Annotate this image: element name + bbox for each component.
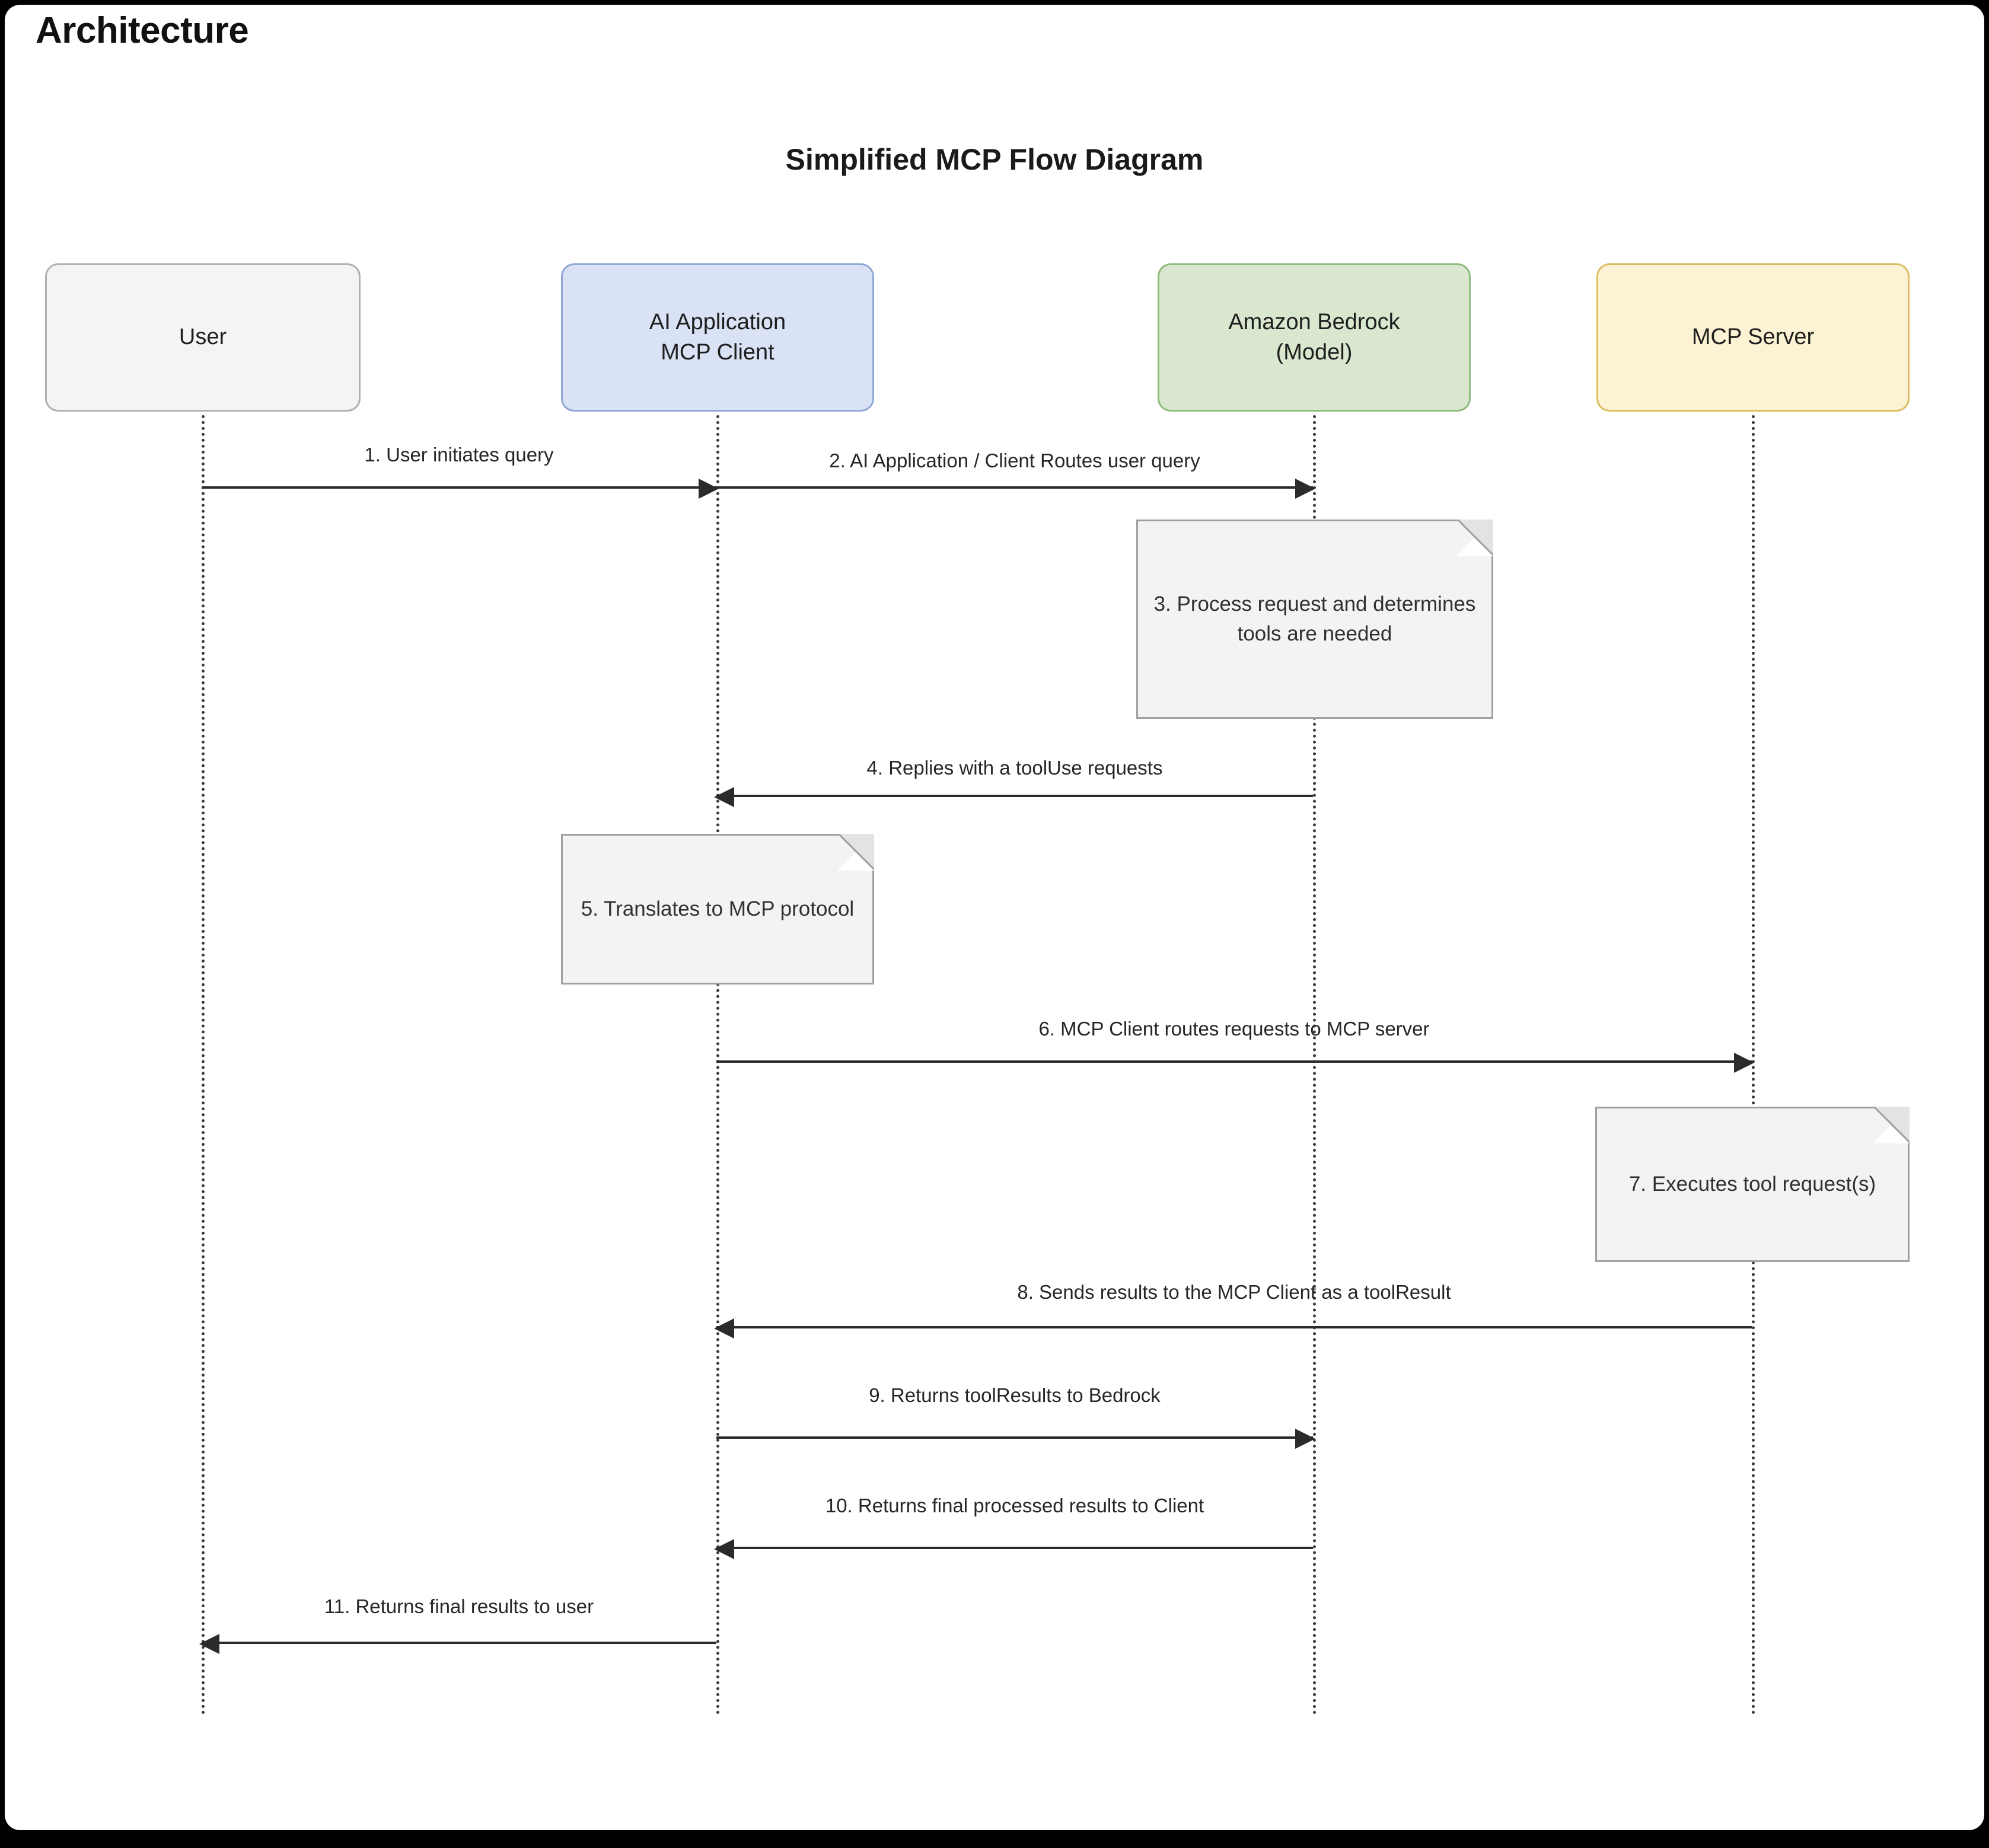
message-2-arrow [716,479,1315,499]
note-7-executes-tool-requests: 7. Executes tool request(s) [1595,1107,1910,1262]
note-3-process-request: 3. Process request and determines tools … [1136,520,1493,719]
participant-ai-application-mcp-client[interactable]: AI Application MCP Client [561,263,874,412]
message-6-arrow [716,1053,1754,1073]
lifeline-model [1313,415,1316,1715]
lifeline-user [202,415,205,1715]
note-7-text: 7. Executes tool request(s) [1628,1172,1876,1196]
message-1-arrow [202,479,719,499]
message-8-label: 8. Sends results to the MCP Client as a … [1017,1281,1451,1303]
participant-client-label-line1: AI Application [649,309,786,334]
arrowhead-left-icon [714,787,734,807]
lifeline-client [716,415,719,1715]
arrowhead-left-icon [714,1318,734,1339]
note-fold-line [1456,520,1493,556]
arrowhead-left-icon [714,1539,734,1559]
arrowhead-left-icon [199,1634,219,1654]
page-title: Architecture [36,10,249,51]
message-1-label: 1. User initiates query [364,444,554,466]
arrowhead-right-icon [1295,479,1315,499]
arrowhead-right-icon [1295,1429,1315,1449]
note-5-translates-to-mcp-protocol: 5. Translates to MCP protocol [561,834,874,984]
message-4-arrow [714,787,1313,807]
note-5-text: 5. Translates to MCP protocol [581,897,855,921]
message-8-arrow [714,1318,1752,1339]
note-fold-line [837,834,874,871]
arrowhead-right-icon [1734,1053,1754,1073]
participant-model-label-line1: Amazon Bedrock [1228,309,1400,334]
note-3-text: 3. Process request and determines tools … [1153,592,1476,645]
arrowhead-right-icon [699,479,719,499]
message-2-label: 2. AI Application / Client Routes user q… [829,450,1200,471]
message-9-arrow [716,1429,1315,1449]
participant-amazon-bedrock-model[interactable]: Amazon Bedrock (Model) [1158,263,1471,412]
participant-model-label-line2: (Model) [1276,340,1353,365]
page-card: Architecture Simplified MCP Flow Diagram… [5,5,1984,1830]
message-11-label: 11. Returns final results to user [324,1595,594,1617]
message-4-label: 4. Replies with a toolUse requests [866,757,1163,779]
message-6-label: 6. MCP Client routes requests to MCP ser… [1038,1018,1430,1040]
message-11-arrow [199,1634,716,1654]
participant-mcp-server[interactable]: MCP Server [1596,263,1910,412]
message-9-label: 9. Returns toolResults to Bedrock [869,1384,1161,1406]
note-fold-line [1873,1107,1910,1143]
participant-user-label: User [179,324,227,350]
diagram-title: Simplified MCP Flow Diagram [785,143,1204,176]
message-10-label: 10. Returns final processed results to C… [825,1495,1204,1516]
participant-server-label: MCP Server [1691,324,1815,350]
participant-client-label-line2: MCP Client [661,340,774,365]
sequence-diagram: Simplified MCP Flow Diagram User AI Appl… [5,5,1984,1830]
message-10-arrow [714,1539,1313,1559]
participant-user[interactable]: User [45,263,361,412]
